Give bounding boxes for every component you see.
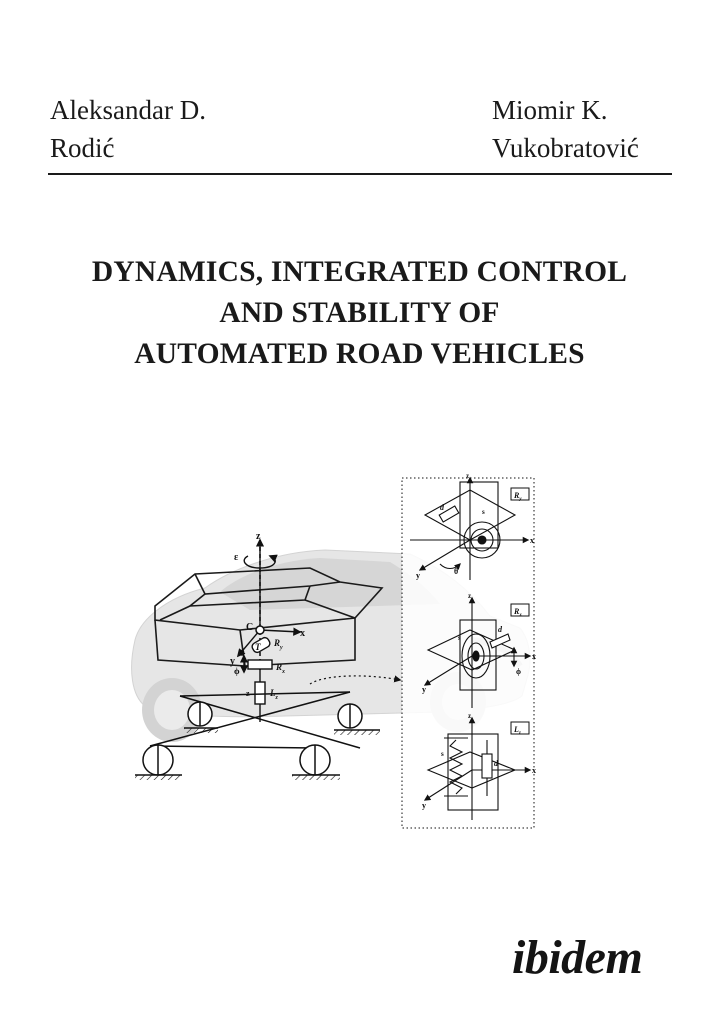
suspension-stack xyxy=(239,636,273,722)
svg-text:x: x xyxy=(532,766,536,775)
label-lz-sub: z xyxy=(275,695,279,701)
svg-text:s: s xyxy=(458,634,461,642)
main-figure-labels: z ε C x Ry θ T y ϕ Rx z Lz xyxy=(230,531,305,701)
label-phi: ϕ xyxy=(234,666,240,676)
svg-text:x: x xyxy=(532,652,536,661)
svg-text:x: x xyxy=(530,536,534,545)
author-left-first-name: Aleksandar D. xyxy=(50,95,206,125)
svg-text:d: d xyxy=(494,759,499,768)
svg-text:d: d xyxy=(440,503,445,512)
label-rx: R xyxy=(275,662,282,672)
label-epsilon: ε xyxy=(234,552,239,563)
label-rx-sub: x xyxy=(281,669,285,675)
label-ry-sub: y xyxy=(279,645,283,651)
label-lz: L xyxy=(269,688,276,698)
svg-text:d: d xyxy=(498,625,503,634)
panel-rx-labels: Rx d s x y ϕ z xyxy=(422,592,536,694)
panel-ry xyxy=(410,476,530,580)
svg-text:s: s xyxy=(482,508,485,516)
panel-rx xyxy=(423,596,532,708)
label-x-axis: x xyxy=(300,628,305,639)
svg-text:s: s xyxy=(441,750,444,758)
title-line-2: AND STABILITY OF xyxy=(219,297,500,329)
svg-text:ϕ: ϕ xyxy=(516,667,521,676)
label-theta: θ xyxy=(240,648,245,658)
vehicle-dynamics-illustration: z ε C x Ry θ T y ϕ Rx z Lz Ry d s x y θ xyxy=(131,472,536,829)
author-left-last-name: Rodić xyxy=(50,133,115,163)
title-line-3: AUTOMATED ROAD VEHICLES xyxy=(134,338,585,370)
header-divider xyxy=(48,173,672,175)
author-left: Aleksandar D. Rodić xyxy=(50,91,206,167)
connector-arrow xyxy=(309,675,402,685)
author-right-first-name: Miomir K. xyxy=(492,95,608,125)
panel-lz xyxy=(423,716,532,820)
svg-text:y: y xyxy=(422,685,426,694)
svg-text:z: z xyxy=(468,712,471,720)
panel-lz-labels: Lz d s x y z xyxy=(422,712,536,810)
label-y-axis: y xyxy=(230,656,235,667)
svg-text:y: y xyxy=(416,571,420,580)
label-ry: R xyxy=(273,638,280,648)
panel-ry-labels: Ry d s x y θ z xyxy=(416,472,534,580)
wheel-layout xyxy=(135,691,380,776)
cg-axes xyxy=(236,538,302,658)
label-z-axis: z xyxy=(256,531,261,542)
svg-text:z: z xyxy=(466,472,469,480)
svg-text:Rx: Rx xyxy=(513,607,522,618)
label-cg: C xyxy=(246,622,253,633)
svg-text:Ry: Ry xyxy=(513,491,522,502)
publisher-logo: ibidem xyxy=(512,931,643,984)
svg-text:y: y xyxy=(422,801,426,810)
svg-text:Rx: Rx xyxy=(275,662,285,675)
svg-text:Lz: Lz xyxy=(513,725,521,736)
svg-text:θ: θ xyxy=(454,567,458,576)
author-right: Miomir K. Vukobratović xyxy=(492,91,639,167)
label-t: T xyxy=(255,642,261,652)
author-right-last-name: Vukobratović xyxy=(492,133,639,163)
svg-text:Lz: Lz xyxy=(269,688,279,701)
title-line-1: DYNAMICS, INTEGRATED CONTROL xyxy=(91,256,628,288)
svg-text:Ry: Ry xyxy=(273,638,283,651)
svg-text:z: z xyxy=(468,592,471,600)
label-z-lower: z xyxy=(246,689,250,698)
book-title: DYNAMICS, INTEGRATED CONTROL AND STABILI… xyxy=(0,252,719,375)
